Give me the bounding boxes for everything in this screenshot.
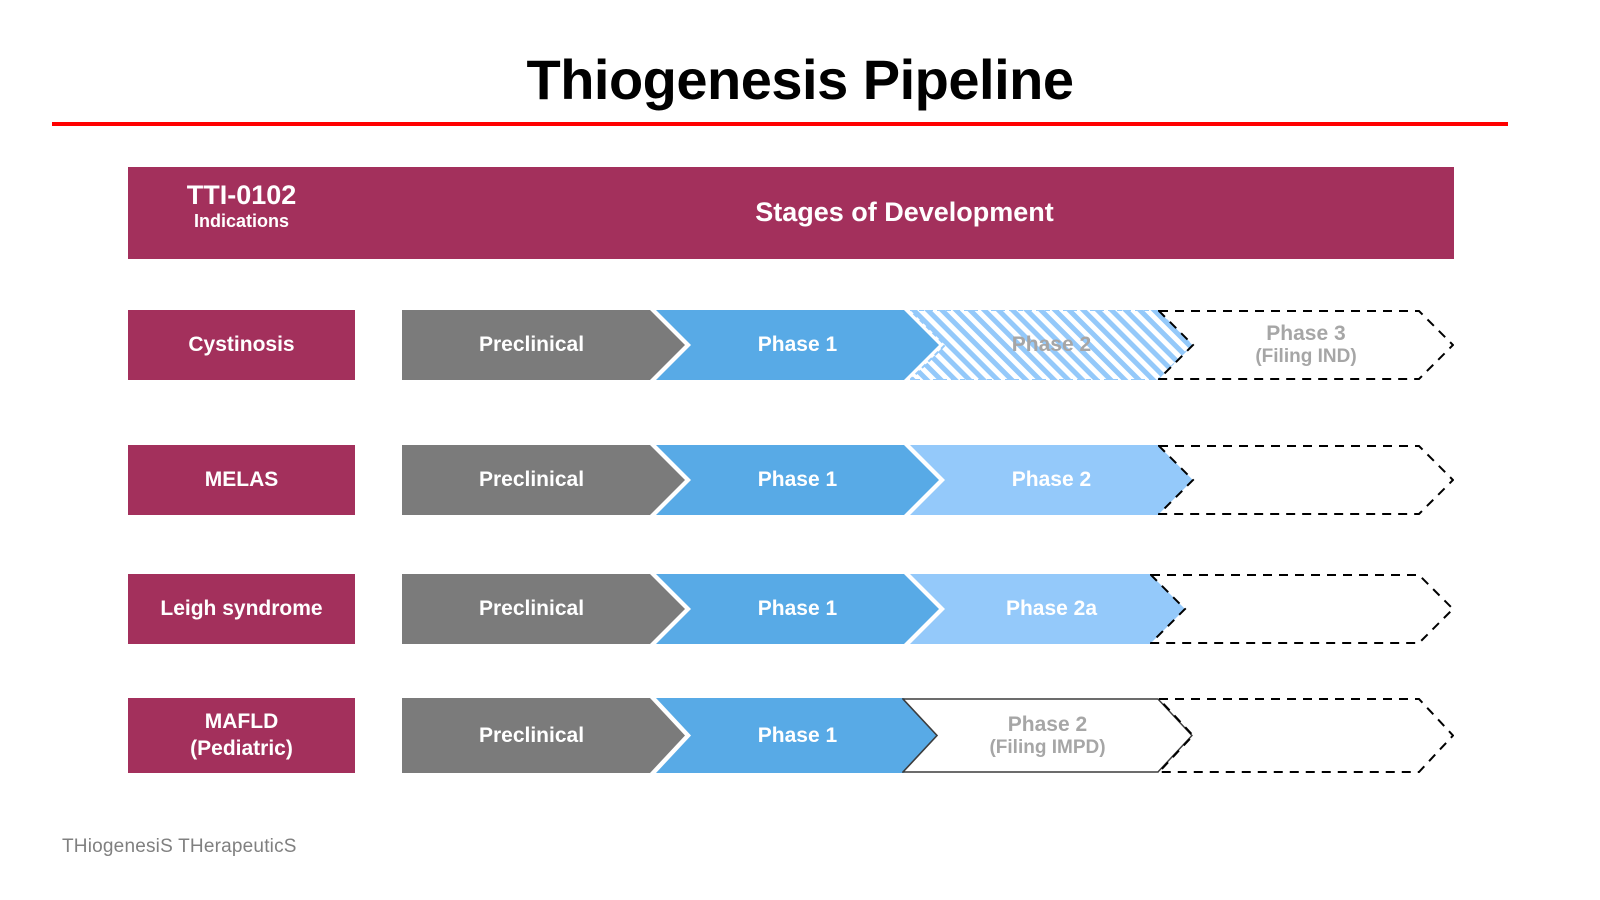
- stage-chevron-empty[interactable]: [1158, 698, 1454, 773]
- stages-of-development-title: Stages of Development: [755, 196, 1054, 227]
- drug-subtitle-label: Indications: [193, 211, 289, 232]
- stage-chevron-phase2[interactable]: Phase 2: [910, 445, 1193, 515]
- stage-chevron-phase2-filing-impd[interactable]: Phase 2 (Filing IMPD): [902, 698, 1193, 773]
- stage-chevron-preclinical[interactable]: Preclinical: [402, 698, 685, 773]
- header-drug-column: TTI-0102 Indications: [128, 180, 355, 233]
- stage-chevron-phase1[interactable]: Phase 1: [656, 574, 939, 644]
- pipeline-row-mafld: MAFLD (Pediatric) Preclinical Phase 1: [128, 698, 1454, 773]
- stage-chevron-phase3[interactable]: Phase 3 (Filing IND): [1158, 310, 1454, 380]
- indication-label-line1: MAFLD: [204, 710, 279, 734]
- indication-label-cystinosis: Cystinosis: [128, 310, 355, 380]
- pipeline-row-cystinosis: Cystinosis Preclinical Phase 1: [128, 310, 1454, 380]
- pipeline-row-melas: MELAS Preclinical Phase 1 Phase 2: [128, 445, 1454, 515]
- stage-chevron-empty[interactable]: [1158, 445, 1454, 515]
- stage-chevron-empty[interactable]: [1150, 574, 1454, 644]
- stage-track-cystinosis: Preclinical Phase 1 Ph: [402, 310, 1454, 380]
- stage-track-leigh-syndrome: Preclinical Phase 1 Phase 2a: [402, 574, 1454, 644]
- stage-chevron-phase1[interactable]: Phase 1: [656, 445, 939, 515]
- footer-brand-text: THiogenesiS THerapeuticS: [62, 836, 297, 857]
- drug-code-label: TTI-0102: [186, 180, 297, 210]
- indication-label-line2: (Pediatric): [190, 736, 293, 760]
- stage-track-mafld: Preclinical Phase 1 Phase 2 (Filing IMPD…: [402, 698, 1454, 773]
- stage-chevron-preclinical[interactable]: Preclinical: [402, 574, 685, 644]
- indication-label-mafld: MAFLD (Pediatric): [128, 698, 355, 773]
- pipeline-header-band: TTI-0102 Indications Stages of Developme…: [128, 167, 1454, 259]
- stage-chevron-preclinical[interactable]: Preclinical: [402, 445, 685, 515]
- indication-label-melas: MELAS: [128, 445, 355, 515]
- title-divider-rule: [52, 122, 1508, 126]
- stage-chevron-preclinical[interactable]: Preclinical: [402, 310, 685, 380]
- stage-chevron-phase1[interactable]: Phase 1: [656, 698, 939, 773]
- pipeline-row-leigh-syndrome: Leigh syndrome Preclinical Phase 1 Phase: [128, 574, 1454, 644]
- stage-chevron-phase1[interactable]: Phase 1: [656, 310, 939, 380]
- page-title: Thiogenesis Pipeline: [526, 48, 1074, 111]
- indication-label-leigh-syndrome: Leigh syndrome: [128, 574, 355, 644]
- stage-track-melas: Preclinical Phase 1 Phase 2: [402, 445, 1454, 515]
- stage-chevron-phase2-hatched[interactable]: Phase 2: [910, 310, 1193, 380]
